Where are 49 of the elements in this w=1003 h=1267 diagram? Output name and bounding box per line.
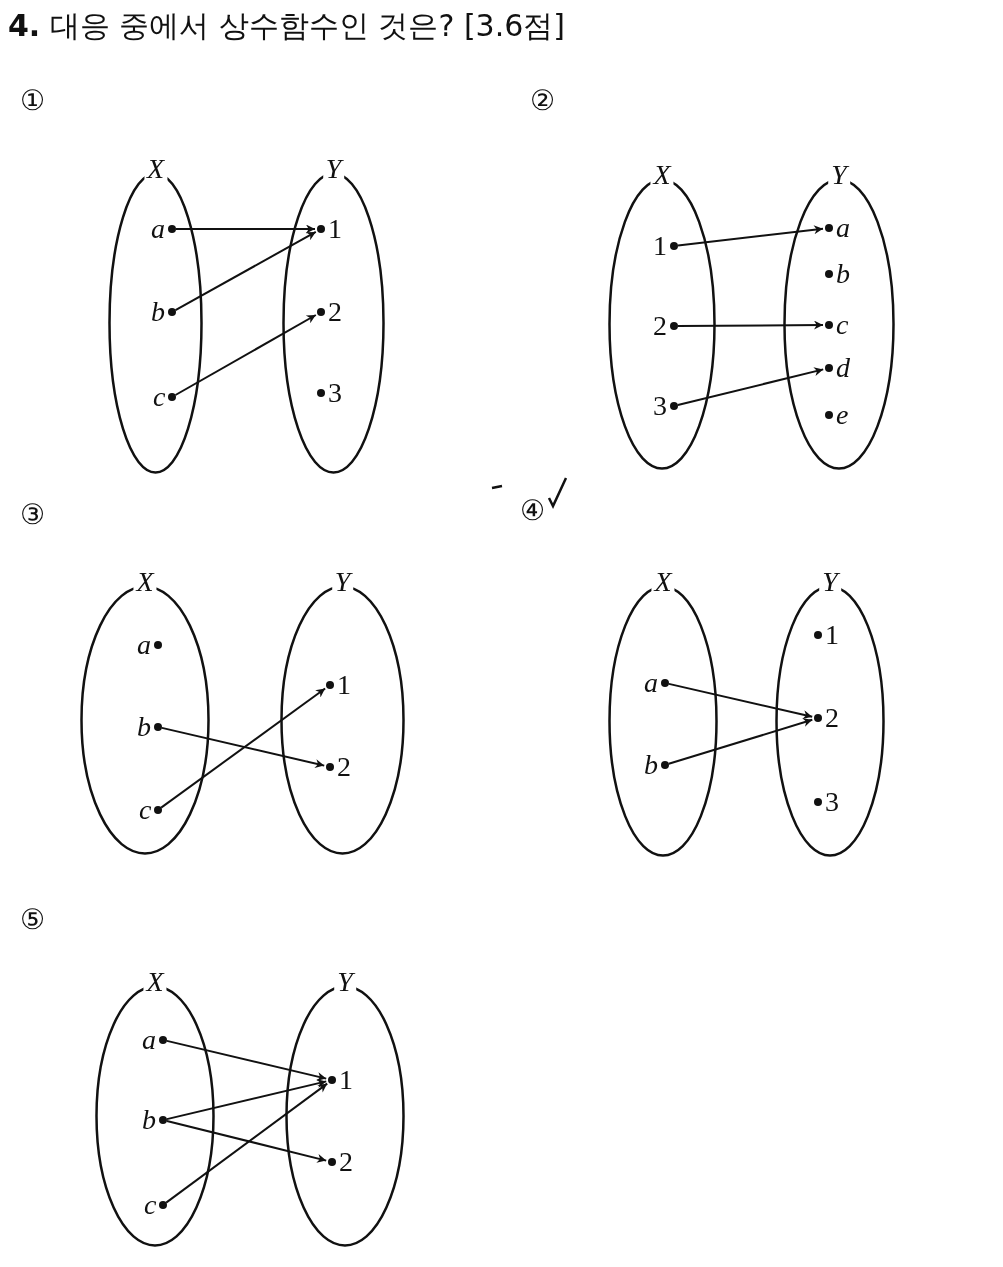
element-point: a bbox=[151, 215, 179, 243]
element-point: 3 bbox=[314, 379, 342, 407]
arrow bbox=[165, 1039, 328, 1081]
element-point: c bbox=[822, 311, 849, 339]
element-point: 1 bbox=[653, 232, 681, 260]
arrow bbox=[175, 224, 316, 234]
element-point: d bbox=[822, 354, 850, 382]
element-point: b bbox=[137, 713, 165, 741]
element-point: b bbox=[822, 260, 850, 288]
choice-number: ① bbox=[20, 86, 46, 116]
arrow bbox=[160, 687, 327, 809]
element-point: a bbox=[137, 631, 165, 659]
question-title: 4. 대응 중에서 상수함수인 것은? [3.6점] bbox=[8, 7, 565, 45]
arrow bbox=[165, 1120, 328, 1163]
choice-number: ③ bbox=[20, 500, 46, 530]
arrow bbox=[174, 314, 317, 396]
arrow bbox=[676, 367, 825, 406]
element-point: 3 bbox=[811, 788, 839, 816]
element-point: a bbox=[142, 1026, 170, 1054]
element-point: 1 bbox=[325, 1066, 353, 1094]
arrow bbox=[667, 718, 814, 765]
arrow bbox=[174, 230, 317, 312]
arrow bbox=[677, 320, 824, 330]
element-point: 2 bbox=[323, 753, 351, 781]
element-point: b bbox=[644, 751, 672, 779]
element-point: e bbox=[822, 401, 849, 429]
arrow bbox=[677, 225, 824, 247]
element-point: 2 bbox=[811, 704, 839, 732]
element-point: 1 bbox=[314, 215, 342, 243]
element-point: c bbox=[144, 1191, 171, 1219]
element-point: 1 bbox=[811, 621, 839, 649]
arrow bbox=[165, 1079, 328, 1121]
element-point: c bbox=[139, 796, 166, 824]
element-point: a bbox=[644, 669, 672, 697]
element-point: 3 bbox=[653, 392, 681, 420]
element-point: a bbox=[822, 214, 850, 242]
choice-number: ⑤ bbox=[20, 905, 46, 935]
element-point: 2 bbox=[314, 298, 342, 326]
arrow bbox=[160, 726, 326, 768]
element-point: 2 bbox=[325, 1148, 353, 1176]
element-point: 2 bbox=[653, 312, 681, 340]
element-point: b bbox=[142, 1106, 170, 1134]
arrow bbox=[165, 1082, 329, 1204]
element-point: 1 bbox=[323, 671, 351, 699]
element-point: c bbox=[153, 383, 180, 411]
choice-number: ② bbox=[530, 86, 556, 116]
arrow bbox=[667, 682, 814, 720]
choice-number: ④ bbox=[520, 496, 546, 526]
element-point: b bbox=[151, 298, 179, 326]
